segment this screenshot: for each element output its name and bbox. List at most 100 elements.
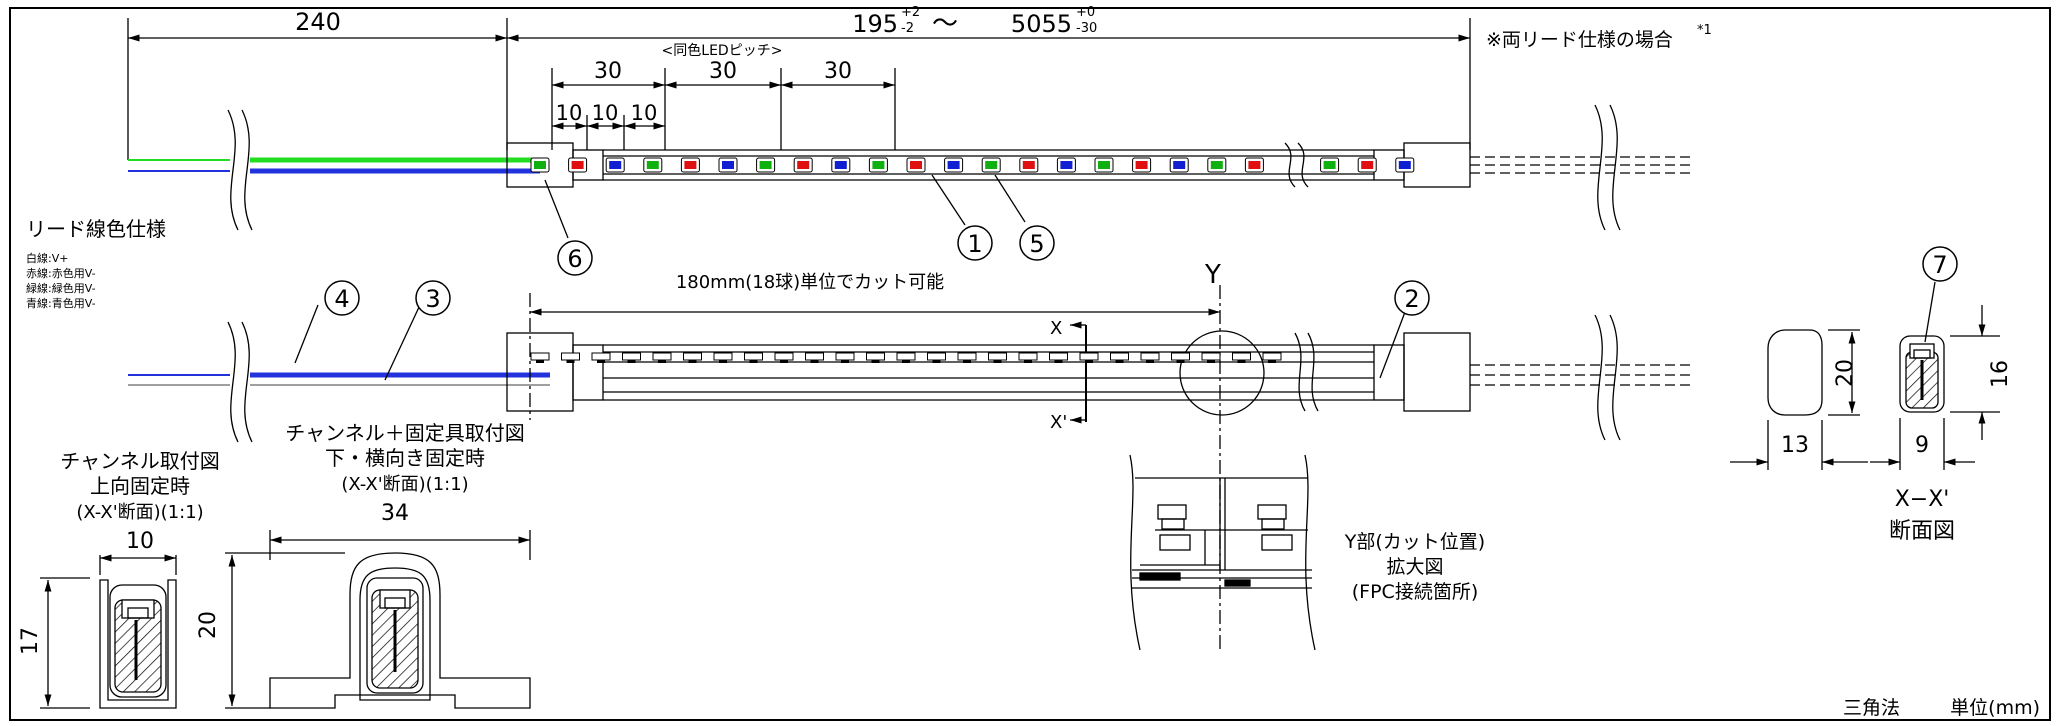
callout-4: 4 [324, 280, 360, 316]
dim-pitch-2: 30 [709, 59, 737, 84]
channel-mount-title-3: (X-X'断面)(1:1) [76, 502, 203, 523]
led-side-chip [1140, 352, 1160, 361]
led-blue [1169, 157, 1189, 173]
led-side-chip [805, 352, 824, 361]
led-green [530, 157, 550, 173]
led-red [793, 157, 813, 173]
led-side-chip-base [688, 360, 697, 363]
svg-text:7: 7 [1932, 251, 1947, 279]
led-side-chip-base [902, 360, 910, 363]
led-side-chip-base [841, 360, 849, 363]
led-side-chip [835, 352, 855, 361]
cross-section-title-1: X−X' [1895, 487, 1950, 512]
side-view [128, 285, 1690, 650]
led-side-chip-base [1054, 360, 1063, 363]
dim-pitch-10a: 10 [556, 101, 583, 125]
fixture-mount-title-2: 下・横向き固定時 [325, 446, 485, 470]
led-side-chip [561, 352, 580, 361]
led-green [1207, 157, 1227, 173]
led-side-chip-base [566, 360, 575, 363]
cross-section-view [1730, 281, 2000, 470]
fixture-mount-section [225, 530, 531, 709]
detail-y-title-3: (FPC接続箇所) [1352, 581, 1478, 603]
led-green [981, 157, 1001, 173]
led-side-chip-base [1115, 360, 1124, 363]
fixture-mount-height: 20 [196, 611, 221, 639]
dim-length-max-tol-lower: -30 [1076, 21, 1097, 36]
led-side-chip-base [1268, 360, 1276, 363]
cross-section-title-2: 断面図 [1889, 519, 1955, 544]
led-side-chip [1262, 352, 1282, 361]
led-side-chip-base [871, 360, 880, 363]
callout-1: 1 [957, 225, 993, 261]
led-side-chip [988, 352, 1007, 361]
led-side-chip [713, 352, 733, 361]
led-side-chip [1171, 352, 1190, 361]
dim-length-main: 195 [852, 10, 898, 38]
lead-spec-line-1: 白線:V+ [26, 251, 68, 265]
led-side-chip-base [1237, 360, 1246, 363]
led-green [1094, 157, 1114, 173]
fixture-mount-title-1: チャンネル＋固定具取付図 [285, 421, 524, 445]
led-green [756, 157, 776, 173]
cross-width-inner: 9 [1915, 433, 1929, 458]
dim-pitch-3: 30 [824, 59, 852, 84]
lead-spec-line-4: 青線:青色用V- [26, 296, 96, 310]
svg-text:5: 5 [1029, 230, 1044, 258]
channel-mount-width: 10 [126, 529, 154, 554]
led-side-chip [896, 352, 916, 361]
led-red [906, 157, 926, 173]
lead-spec-line-3: 緑線:緑色用V- [26, 281, 96, 295]
led-red [680, 157, 700, 173]
callout-2: 2 [1394, 280, 1430, 316]
led-side-chip-base [780, 360, 788, 363]
led-side-chip [652, 352, 672, 361]
led-side-chip-base [719, 360, 727, 363]
callout-7: 7 [1922, 246, 1958, 282]
drawing-frame [9, 7, 2051, 721]
svg-text:2: 2 [1404, 285, 1419, 313]
led-side-chip-base [1207, 360, 1215, 363]
unit-label: 単位(mm) [1950, 697, 2040, 719]
led-side-chip-base [627, 360, 636, 363]
led-side-chip [530, 352, 550, 361]
led-side-chip-base [536, 360, 544, 363]
led-blue [718, 157, 738, 173]
led-green [1320, 157, 1340, 173]
led-side-chip-base [1085, 360, 1093, 363]
both-lead-note-ref: *1 [1697, 23, 1712, 38]
led-blue [605, 157, 625, 173]
led-green [868, 157, 888, 173]
fixture-mount-width: 34 [381, 501, 409, 526]
dim-pitch-1: 30 [594, 59, 622, 84]
led-blue [944, 157, 964, 173]
led-row [530, 157, 1415, 173]
detail-y-view [1129, 454, 1316, 651]
led-side-row [530, 352, 1282, 363]
led-side-chip [1110, 352, 1129, 361]
dim-length-max-tol-upper: +0 [1076, 5, 1095, 20]
led-side-chip [1049, 352, 1068, 361]
led-red [1132, 157, 1152, 173]
svg-text:3: 3 [425, 285, 440, 313]
led-side-chip-base [1176, 360, 1185, 363]
led-side-chip-base [597, 360, 605, 363]
detail-y-title-1: Y部(カット位置) [1344, 531, 1485, 553]
led-side-chip [957, 352, 977, 361]
led-green [643, 157, 663, 173]
led-red [1019, 157, 1039, 173]
lead-spec-line-2: 赤線:赤色用V- [26, 266, 96, 280]
detail-circle-y [1179, 330, 1265, 416]
section-mark-y: Y [1204, 260, 1221, 290]
led-side-chip-base [658, 360, 666, 363]
led-side-chip-base [810, 360, 819, 363]
channel-mount-height: 17 [18, 627, 43, 655]
led-red [568, 157, 588, 173]
led-side-chip [866, 352, 885, 361]
callout-6: 6 [557, 240, 593, 276]
led-side-chip [622, 352, 641, 361]
led-blue [1056, 157, 1076, 173]
led-red [1357, 157, 1377, 173]
led-side-chip [591, 352, 611, 361]
